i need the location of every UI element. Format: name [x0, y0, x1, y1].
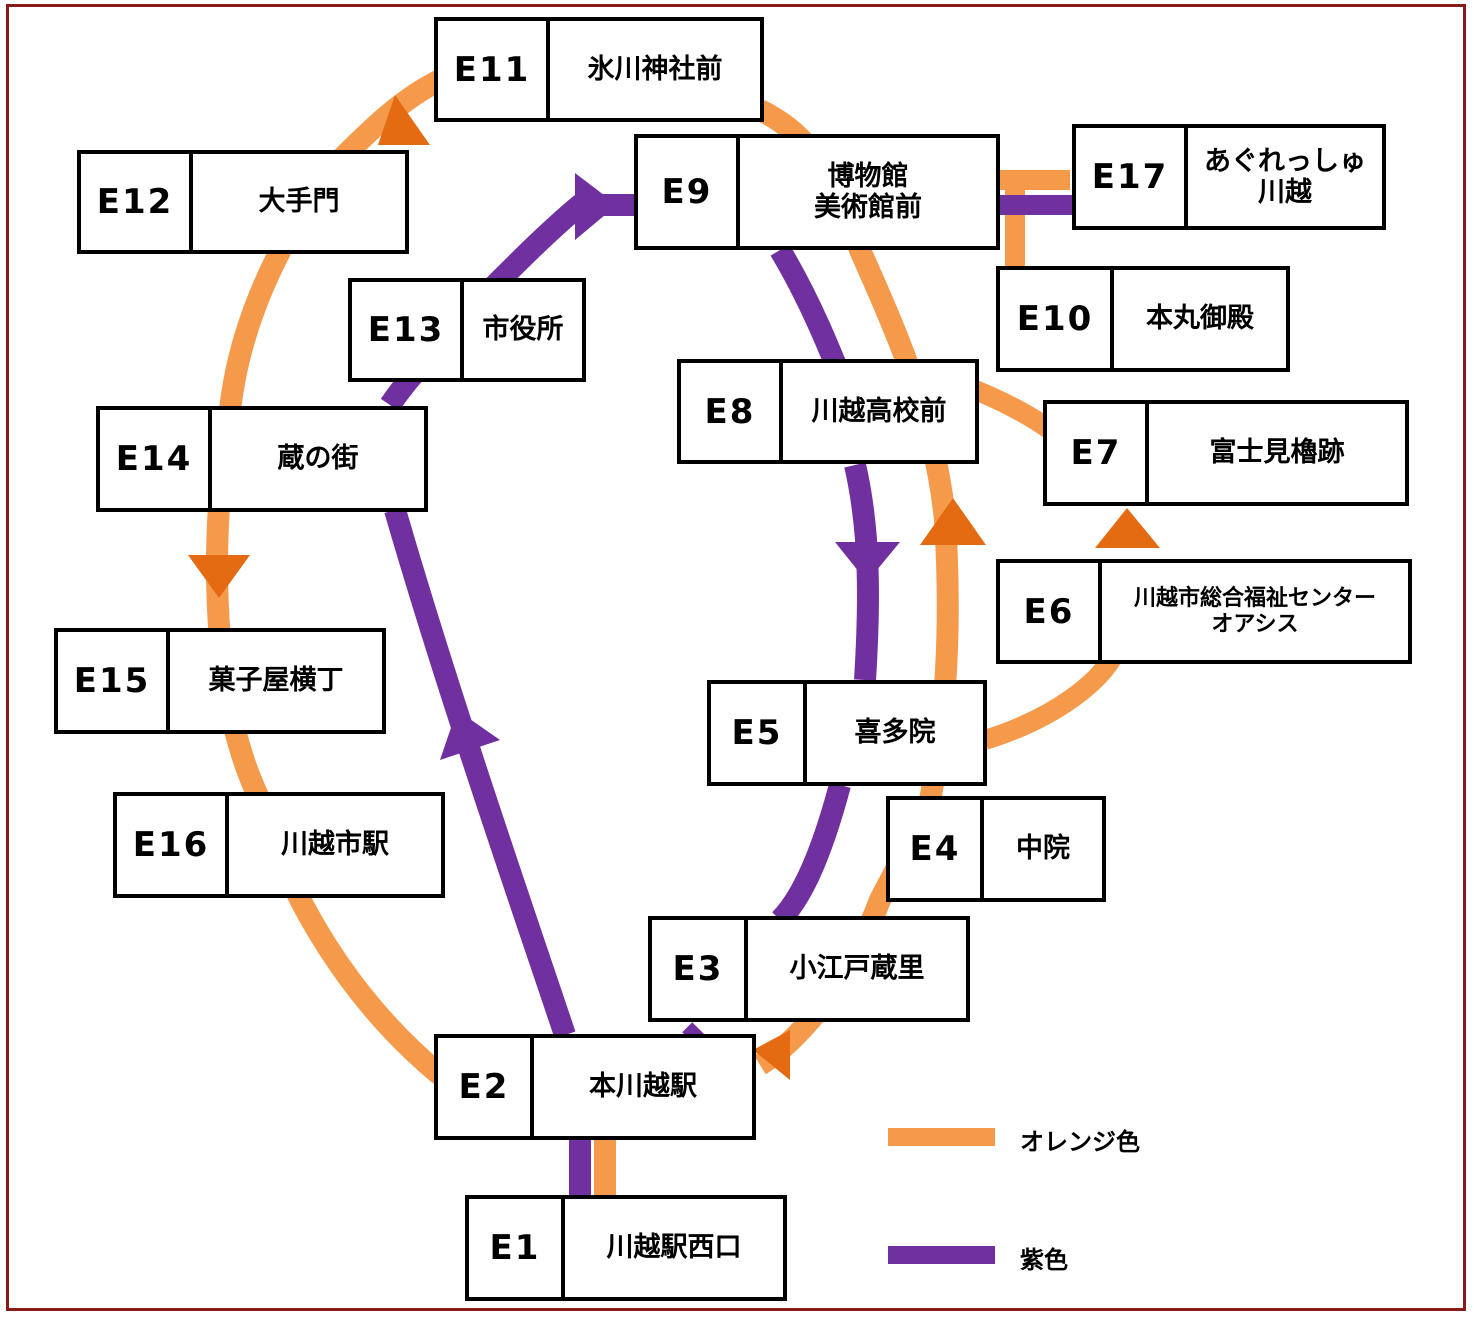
stop-code: E8 — [681, 363, 783, 460]
stop-code: E16 — [117, 796, 229, 894]
stop-e16[interactable]: E16 川越市駅 — [113, 792, 445, 898]
stop-code: E11 — [438, 21, 550, 118]
orange-e9-e10-e17 — [998, 170, 1070, 268]
stop-name: 本川越駅 — [589, 1071, 697, 1103]
orange-arrow-e3-e2 — [753, 1030, 790, 1080]
stop-e17[interactable]: E17 あぐれっしゅ 川越 — [1072, 124, 1386, 230]
stop-code: E9 — [638, 138, 740, 246]
stop-code: E13 — [352, 282, 464, 378]
stop-e13[interactable]: E13 市役所 — [348, 278, 586, 382]
stop-e8[interactable]: E8 川越高校前 — [677, 359, 979, 464]
orange-arrow-e6-e7 — [1095, 508, 1160, 548]
stop-code: E6 — [1000, 563, 1102, 660]
stop-name: 市役所 — [482, 314, 564, 346]
stop-name: 川越市駅 — [281, 829, 389, 861]
stop-name: 氷川神社前 — [587, 53, 723, 85]
stop-name: 喜多院 — [854, 717, 936, 749]
stop-e15[interactable]: E15 菓子屋横丁 — [54, 628, 386, 734]
stop-name: あぐれっしゅ 川越 — [1204, 145, 1366, 208]
stop-code: E3 — [652, 920, 748, 1018]
stop-e5[interactable]: E5 喜多院 — [707, 680, 987, 786]
stop-code: E1 — [469, 1199, 565, 1297]
stop-code: E4 — [890, 800, 984, 898]
stop-e12[interactable]: E12 大手門 — [77, 150, 409, 254]
stop-e6[interactable]: E6 川越市総合福祉センター オアシス — [996, 559, 1412, 664]
stop-code: E10 — [1000, 270, 1114, 368]
orange-arrow-e14-e15 — [188, 555, 250, 598]
stop-name: 菓子屋横丁 — [208, 665, 344, 697]
stop-name: 蔵の街 — [277, 443, 359, 475]
stop-e14[interactable]: E14 蔵の街 — [96, 406, 428, 512]
stop-name: 小江戸蔵里 — [789, 953, 925, 985]
stop-code: E12 — [81, 154, 193, 250]
stop-name: 大手門 — [258, 186, 340, 218]
stop-code: E14 — [100, 410, 212, 508]
stop-e2[interactable]: E2 本川越駅 — [434, 1034, 756, 1140]
orange-arrow-e11-e12 — [378, 95, 430, 145]
stop-e3[interactable]: E3 小江戸蔵里 — [648, 916, 970, 1022]
legend-orange-label: オレンジ色 — [1020, 1128, 1140, 1156]
orange-e8-e7-branch — [971, 380, 1056, 439]
stop-name: 本丸御殿 — [1146, 303, 1254, 335]
stop-name: 富士見櫓跡 — [1209, 437, 1345, 469]
stop-e11[interactable]: E11 氷川神社前 — [434, 17, 764, 122]
orange-arrow-e5-e8 — [920, 498, 986, 545]
stop-e10[interactable]: E10 本丸御殿 — [996, 266, 1290, 372]
stop-e1[interactable]: E1 川越駅西口 — [465, 1195, 787, 1301]
stop-name: 中院 — [1016, 833, 1070, 865]
stop-e9[interactable]: E9 博物館 美術館前 — [634, 134, 1000, 250]
stop-code: E5 — [711, 684, 807, 782]
stop-code: E7 — [1047, 404, 1149, 502]
purple-arrow-e8-e5 — [835, 542, 900, 582]
stop-e7[interactable]: E7 富士見櫓跡 — [1043, 400, 1409, 506]
stop-e4[interactable]: E4 中院 — [886, 796, 1106, 902]
stop-name: 川越高校前 — [811, 395, 947, 427]
purple-arrow-e13-e9 — [575, 173, 617, 240]
legend-purple-label: 紫色 — [1020, 1246, 1068, 1274]
stop-code: E17 — [1076, 128, 1188, 226]
stop-name: 川越駅西口 — [606, 1232, 742, 1264]
stop-code: E15 — [58, 632, 170, 730]
purple-arrow-e2-e14 — [440, 710, 500, 760]
stop-name: 博物館 美術館前 — [814, 160, 922, 223]
stop-name: 川越市総合福祉センター オアシス — [1133, 586, 1376, 637]
stop-code: E2 — [438, 1038, 534, 1136]
